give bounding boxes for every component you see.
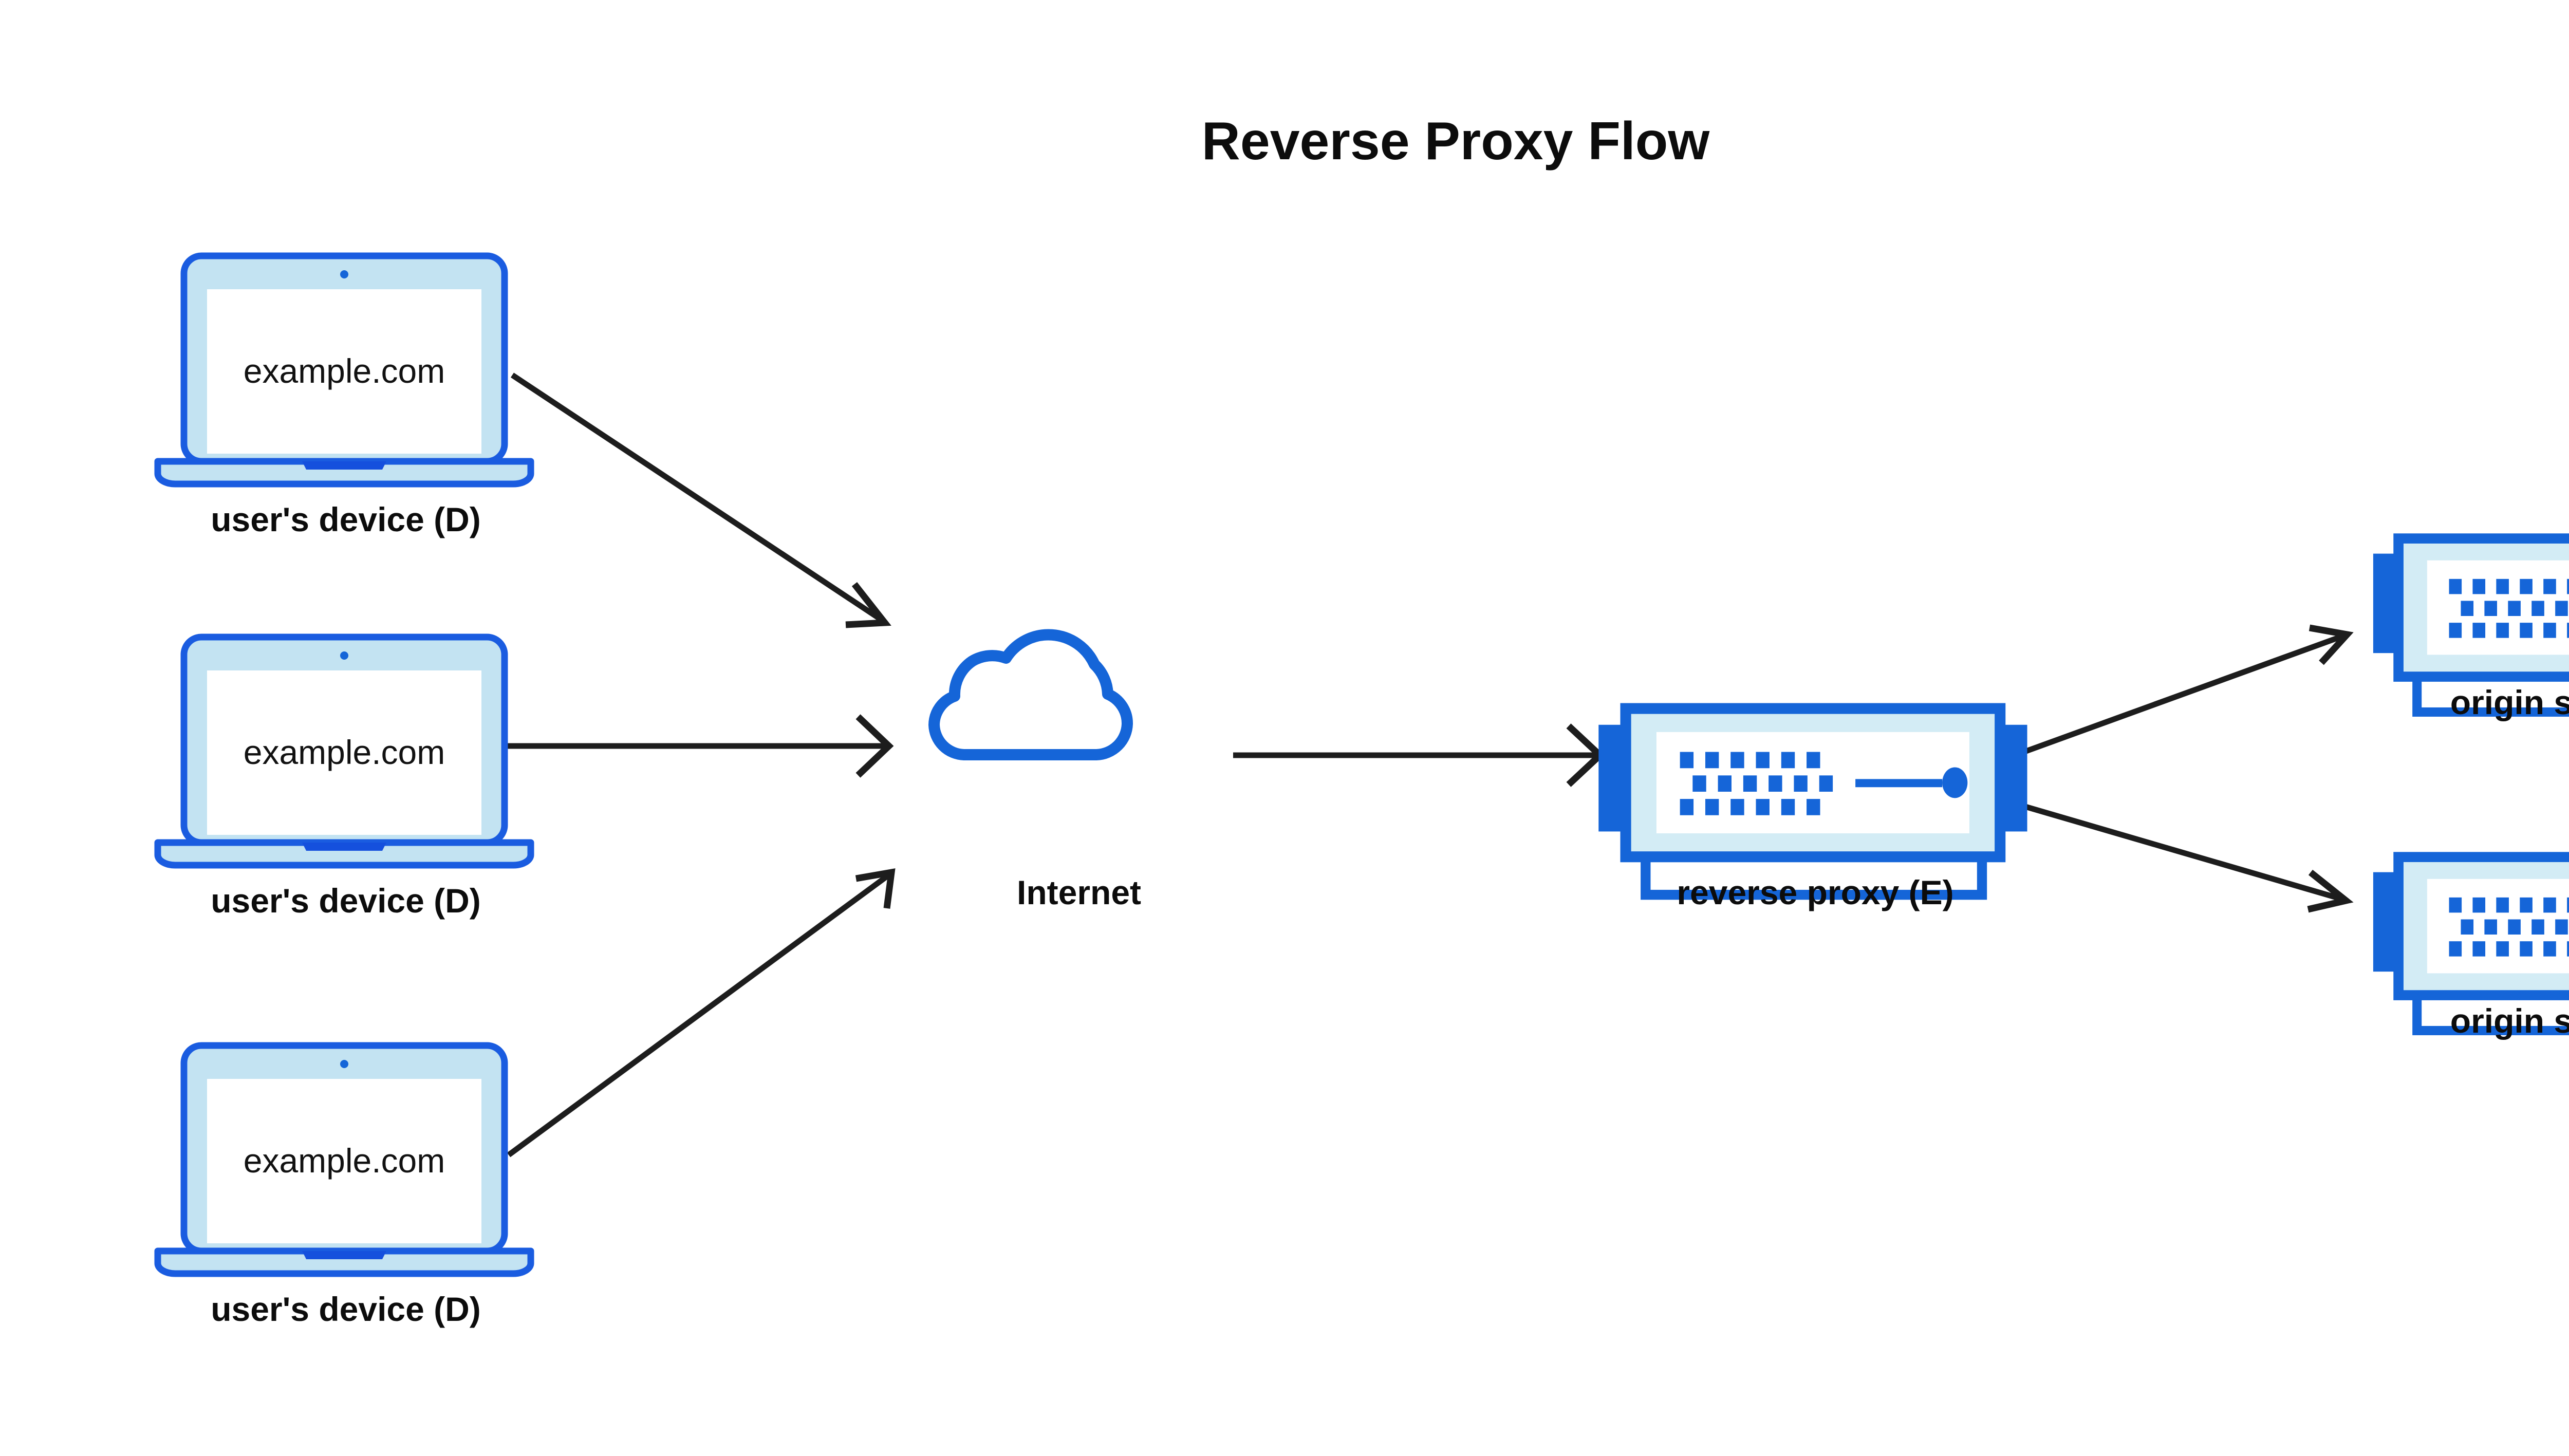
device-screen-url: example.com bbox=[244, 352, 445, 390]
node-device-bottom[interactable]: example.com user's device (D) bbox=[158, 1046, 531, 1328]
node-origin-bottom[interactable]: origin server (F) bbox=[2373, 857, 2569, 1040]
origin-top-label: origin server (F) bbox=[2450, 683, 2569, 721]
edge-internet-to-reverse-proxy bbox=[1233, 723, 1605, 787]
edge-device-bottom-to-internet bbox=[507, 868, 896, 1158]
node-origin-top[interactable]: origin server (F) bbox=[2373, 538, 2569, 721]
node-device-top[interactable]: example.com user's device (D) bbox=[158, 256, 531, 538]
origin-bottom-label: origin server (F) bbox=[2450, 1002, 2569, 1040]
edge-reverse-proxy-to-origin-bottom bbox=[1993, 794, 2354, 913]
node-reverse-proxy[interactable]: reverse proxy (E) bbox=[1598, 708, 2027, 911]
reverse-proxy-label: reverse proxy (E) bbox=[1677, 873, 1953, 911]
internet-label: Internet bbox=[1017, 873, 1141, 911]
cloud-icon bbox=[934, 634, 1127, 755]
edge-group bbox=[499, 372, 2354, 1158]
edge-reverse-proxy-to-origin-top bbox=[1993, 624, 2354, 766]
device-middle-label: user's device (D) bbox=[211, 882, 481, 920]
page-title: Reverse Proxy Flow bbox=[1202, 111, 1710, 171]
device-screen-url: example.com bbox=[244, 1142, 445, 1180]
node-device-middle[interactable]: example.com user's device (D) bbox=[158, 637, 531, 920]
edge-device-top-to-internet bbox=[510, 372, 891, 628]
device-screen-url: example.com bbox=[244, 733, 445, 771]
edge-device-middle-to-internet bbox=[499, 714, 894, 778]
server-icon bbox=[1598, 708, 2027, 895]
device-bottom-label: user's device (D) bbox=[211, 1290, 481, 1328]
node-internet-cloud[interactable]: Internet bbox=[934, 634, 1141, 911]
device-top-label: user's device (D) bbox=[211, 500, 481, 538]
